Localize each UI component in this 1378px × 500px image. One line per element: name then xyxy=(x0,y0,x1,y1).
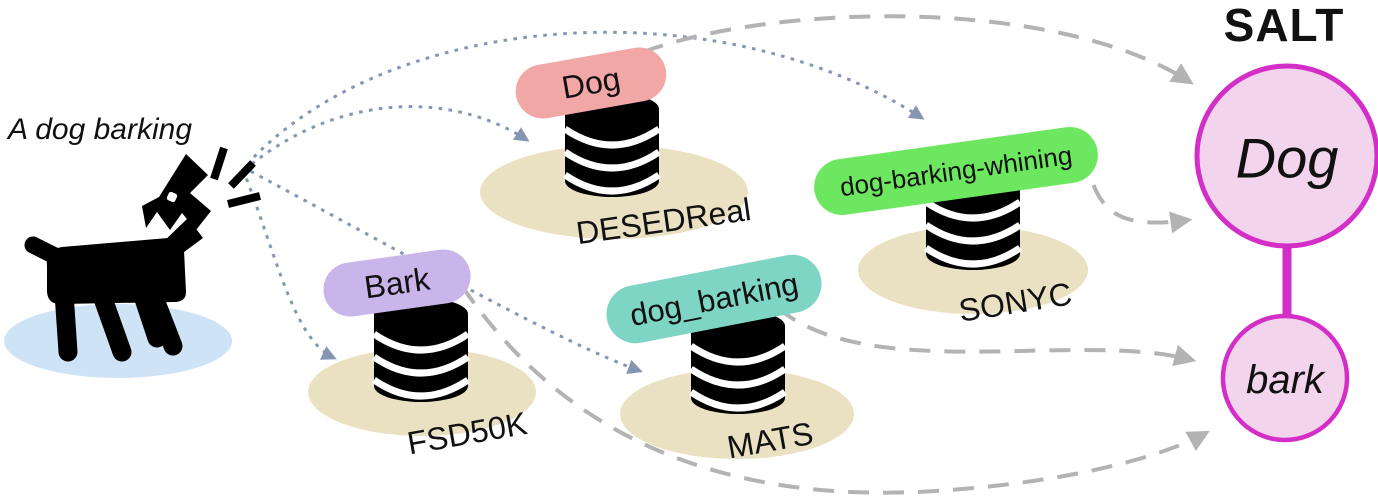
salt-node-dog-label: Dog xyxy=(1236,127,1339,190)
bark-sound-line xyxy=(210,146,228,181)
barking-dog-icon xyxy=(24,146,261,362)
salt-node-dog xyxy=(1194,63,1378,249)
salt-node-bark xyxy=(1220,313,1350,443)
tag-badge-shape xyxy=(606,254,822,344)
salt-ontology: SALT Dog bark xyxy=(1194,0,1378,443)
salt-node-bark-label: bark xyxy=(1246,358,1326,402)
arrow-sound-to-fsd50k xyxy=(245,178,337,360)
dog-body xyxy=(46,237,186,304)
tag-badge-bark: Bark xyxy=(323,249,471,317)
arrow-sound-to-desedreal xyxy=(250,105,530,166)
bark-sound-line xyxy=(228,160,256,189)
bark-sound-line xyxy=(227,192,261,208)
dog-leg xyxy=(91,283,132,362)
tag-badge-shape xyxy=(515,47,667,119)
tag-badge-dog: Dog xyxy=(515,47,667,119)
mats-shadow-ellipse xyxy=(620,369,854,459)
tag-badge-shape xyxy=(323,249,471,317)
arrow-bark-tag-to-bark-node xyxy=(460,284,1210,495)
database-icon xyxy=(372,298,470,402)
arrow-dog-tag-to-dog-node xyxy=(642,14,1194,85)
arrow-dogbarking-tag-to-bark-node xyxy=(776,306,1197,367)
tag-badge-shape xyxy=(814,126,1098,216)
dog-eye xyxy=(166,191,178,203)
dog-neck xyxy=(160,218,203,258)
dataset-fsd50k: Bark FSD50K xyxy=(323,249,530,461)
arrow-sound-to-sonyc xyxy=(252,30,925,159)
salt-title: SALT xyxy=(1224,0,1345,51)
arrow-whining-tag-to-dog-node xyxy=(1080,151,1193,234)
dataset-desedreal: Dog DESEDReal xyxy=(515,47,753,251)
dog-leg xyxy=(130,277,167,348)
dog-leg xyxy=(54,283,78,362)
dog-head xyxy=(142,154,211,230)
dog-leg xyxy=(144,287,183,356)
sound-to-dataset-arrows xyxy=(245,30,925,374)
database-icon xyxy=(563,93,661,197)
audio-caption: A dog barking xyxy=(6,113,192,146)
